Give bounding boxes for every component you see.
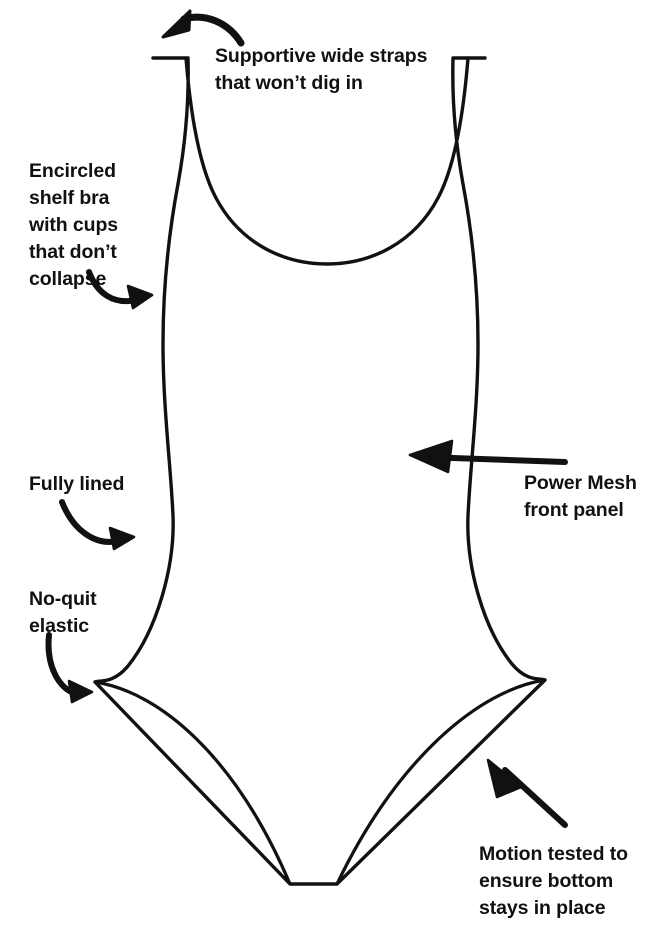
arrow-encircled-shelf-bra [86,269,154,310]
arrow-supportive-wide-straps [161,9,245,47]
arrow-no-quit-elastic [45,632,94,704]
swimsuit-outline [93,56,547,886]
annotation-no-quit-elastic: No-quit elastic [29,588,97,637]
annotation-encircled-shelf-bra: Encircled shelf bra with cups that don’t… [29,160,119,290]
leg-opening-seams [93,678,547,886]
annotation-fully-lined: Fully lined [29,473,125,495]
annotation-supportive-wide-straps: Supportive wide straps that won’t dig in [215,45,428,94]
arrow-motion-tested-bottom [486,758,568,828]
suit-body-path [93,56,547,886]
annotation-power-mesh-front-panel: Power Mesh front panel [524,472,637,521]
leg-opening-right-seam [335,678,547,886]
arrow-power-mesh-front-panel [408,439,568,474]
leg-opening-left-seam [93,680,292,886]
annotation-motion-tested-bottom: Motion tested to ensure bottom stays in … [479,843,628,919]
arrow-fully-lined [59,499,136,551]
